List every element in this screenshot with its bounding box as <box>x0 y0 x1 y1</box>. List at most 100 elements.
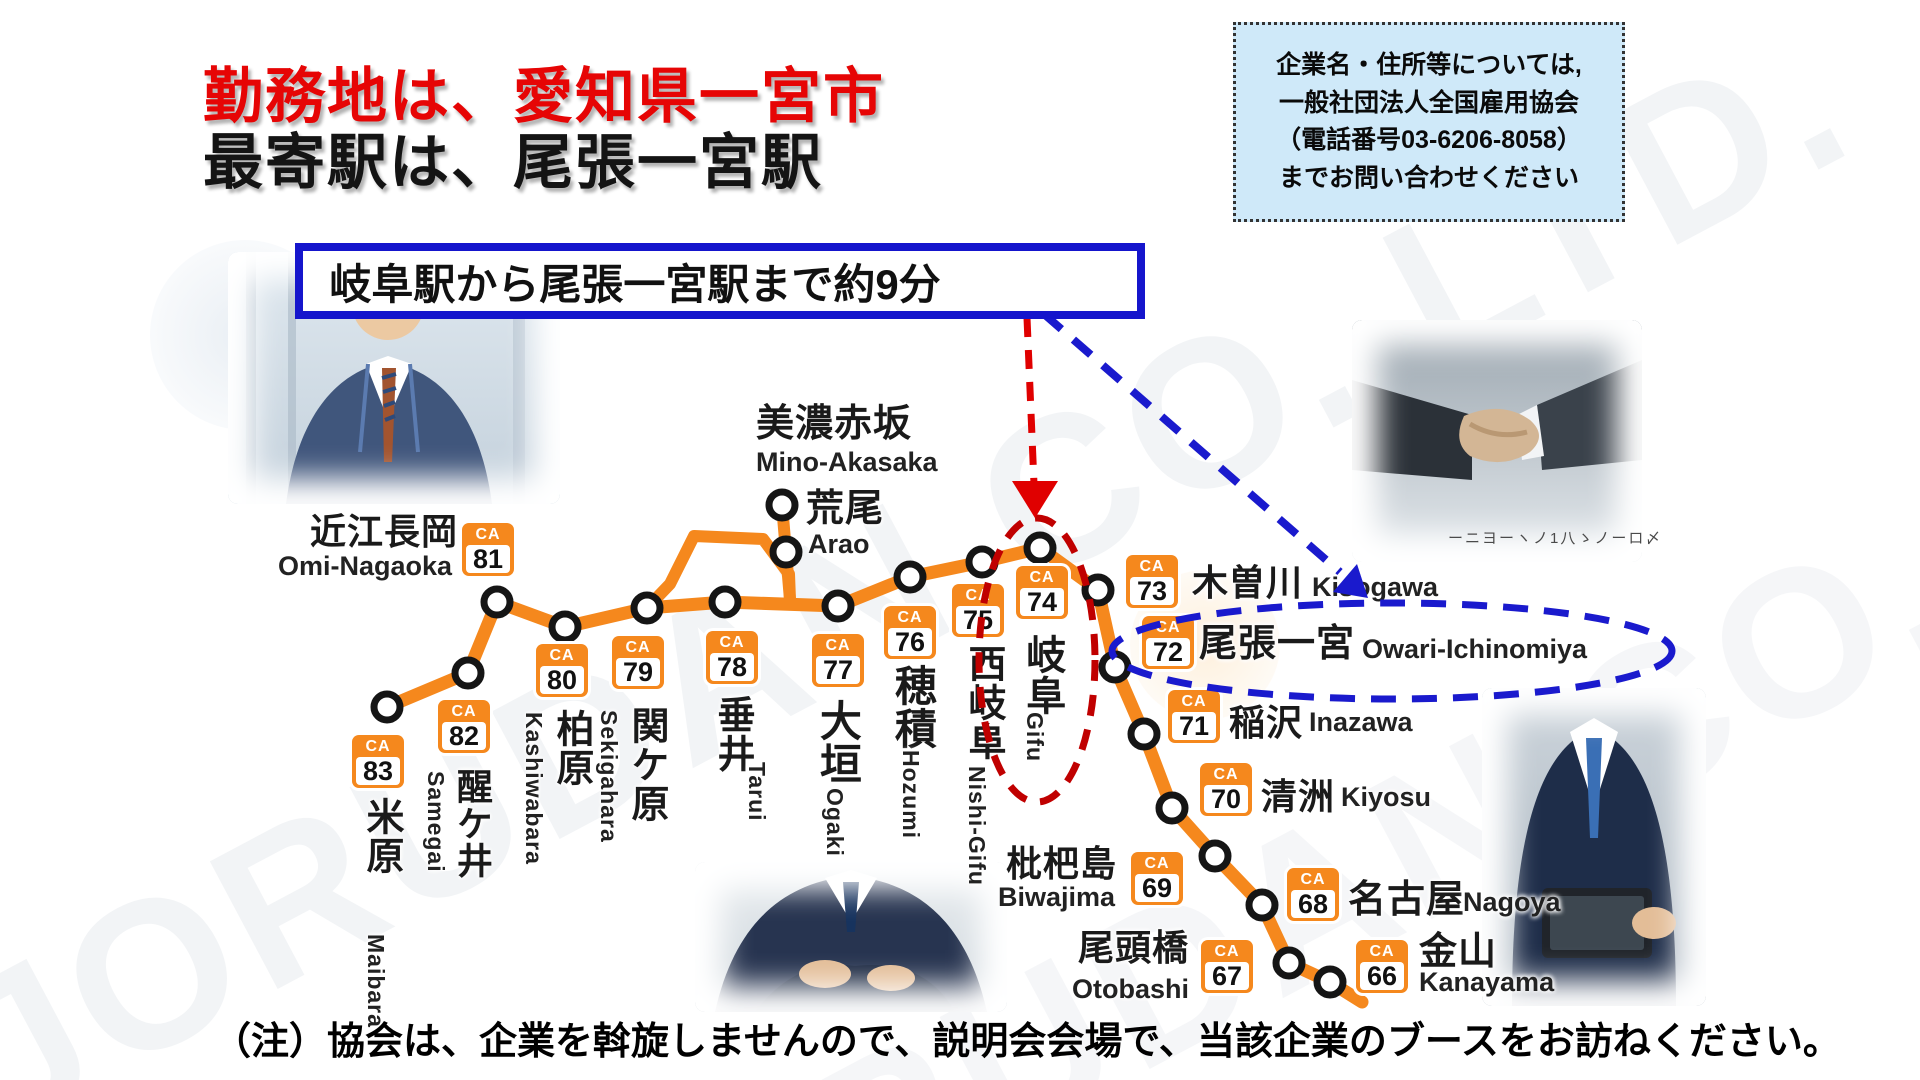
station-romaji-mino-akasaka: Mino-Akasaka <box>756 447 938 477</box>
station-badge-biwajima: CA 69 <box>1131 852 1183 905</box>
badge-line-code: CA <box>451 703 477 720</box>
station-romaji-inazawa: Inazawa <box>1309 707 1413 737</box>
station-marker-arao <box>769 535 803 569</box>
station-romaji-samegai: Samegai <box>423 771 450 873</box>
station-romaji-kiyosu: Kiyosu <box>1341 782 1432 812</box>
station-marker-ogaki <box>821 589 855 623</box>
station-romaji-hozumi: Hozumi <box>898 750 925 840</box>
station-romaji-owari-ichinomiya: Owari-Ichinomiya <box>1362 634 1588 664</box>
badge-line-code: CA <box>965 587 991 604</box>
badge-line-code: CA <box>1181 693 1207 710</box>
station-badge-inazawa: CA 71 <box>1168 690 1220 743</box>
station-name-kiyosu: 清洲 <box>1261 776 1336 817</box>
station-name-kisogawa: 木曽川 <box>1192 562 1304 603</box>
badge-line-code: CA <box>897 609 923 626</box>
station-name-hozumi: 穂積 <box>889 664 937 750</box>
badge-number: 77 <box>816 656 860 684</box>
photo-businessman-right <box>1482 688 1706 1006</box>
badge-number: 79 <box>616 658 660 686</box>
badge-line-code: CA <box>1155 619 1181 636</box>
badge-number: 68 <box>1291 890 1335 918</box>
badge-number: 71 <box>1172 712 1216 740</box>
station-name-otobashi: 尾頭橋 <box>1078 927 1190 968</box>
station-name-mino-akasaka: 美濃赤坂 <box>756 403 913 445</box>
station-name-ogaki: 大垣 <box>814 699 862 785</box>
badge-number: 75 <box>956 606 1000 634</box>
station-romaji-omi-nagaoka: Omi-Nagaoka <box>278 551 453 581</box>
station-romaji-arao: Arao <box>808 529 870 559</box>
station-marker-tarui <box>708 585 742 619</box>
station-name-nagoya: 名古屋 <box>1348 879 1466 921</box>
station-badge-gifu: CA 74 <box>1016 566 1068 619</box>
badge-line-code: CA <box>1214 943 1240 960</box>
badge-number: 76 <box>888 628 932 656</box>
badge-number: 82 <box>442 722 486 750</box>
station-romaji-gifu: Gifu <box>1022 712 1049 762</box>
badge-number: 78 <box>710 653 754 681</box>
badge-line-code: CA <box>1369 943 1395 960</box>
badge-number: 74 <box>1020 588 1064 616</box>
station-badge-kanayama: CA 66 <box>1356 940 1408 993</box>
station-badge-hozumi: CA 76 <box>884 606 936 659</box>
station-marker-inazawa <box>1127 717 1161 751</box>
station-romaji-sekigahara: Sekigahara <box>596 710 623 843</box>
badge-number: 72 <box>1146 638 1190 666</box>
badge-number: 69 <box>1135 874 1179 902</box>
station-name-biwajima: 枇杷島 <box>1006 843 1118 884</box>
station-romaji-nishi-gifu: Nishi-Gifu <box>964 766 991 886</box>
station-romaji-kanayama: Kanayama <box>1419 967 1555 997</box>
badge-line-code: CA <box>1029 569 1055 586</box>
badge-number: 66 <box>1360 962 1404 990</box>
station-name-maibara: 米原 <box>360 797 403 875</box>
station-marker-kashiwabara <box>548 610 582 644</box>
station-name-kashiwabara: 柏原 <box>550 709 593 787</box>
station-name-samegai: 醒ケ井 <box>451 768 493 879</box>
badge-line-code: CA <box>625 639 651 656</box>
badge-number: 80 <box>540 666 584 694</box>
station-badge-sekigahara: CA 79 <box>612 636 664 689</box>
badge-line-code: CA <box>1300 871 1326 888</box>
station-name-gifu: 岐阜 <box>1020 634 1065 716</box>
station-romaji-kashiwabara: Kashiwabara <box>521 712 548 865</box>
station-romaji-ogaki: Ogaki <box>822 788 849 857</box>
station-badge-owari-ichinomiya: CA 72 <box>1142 616 1194 669</box>
station-marker-otobashi <box>1272 946 1306 980</box>
station-romaji-kisogawa: Kisogawa <box>1312 572 1439 602</box>
station-name-owari-ichinomiya: 尾張一宮 <box>1199 623 1356 665</box>
station-badge-kashiwabara: CA 80 <box>536 644 588 697</box>
badge-line-code: CA <box>1139 558 1165 575</box>
station-badge-kisogawa: CA 73 <box>1126 555 1178 608</box>
station-name-tarui: 垂井 <box>711 695 754 773</box>
station-romaji-nagoya: Nagoya <box>1463 887 1561 917</box>
photo-handshake <box>1352 320 1642 562</box>
station-marker-sekigahara <box>630 591 664 625</box>
badge-number: 73 <box>1130 577 1174 605</box>
station-name-sekigahara: 関ケ原 <box>625 706 668 823</box>
badge-line-code: CA <box>1213 766 1239 783</box>
station-name-omi-nagaoka: 近江長岡 <box>310 511 459 552</box>
badge-line-code: CA <box>475 526 501 543</box>
station-marker-mino-akasaka <box>765 488 799 522</box>
photo-crossed-arms <box>695 862 1007 1012</box>
badge-line-code: CA <box>1144 855 1170 872</box>
station-badge-samegai: CA 82 <box>438 700 490 753</box>
station-marker-biwajima <box>1198 839 1232 873</box>
station-marker-omi-nagaoka <box>480 585 514 619</box>
station-badge-nagoya: CA 68 <box>1287 868 1339 921</box>
station-marker-samegai <box>451 656 485 690</box>
badge-line-code: CA <box>549 647 575 664</box>
station-marker-maibara <box>370 690 404 724</box>
station-badge-tarui: CA 78 <box>706 631 758 684</box>
station-name-arao: 荒尾 <box>806 488 885 530</box>
station-marker-kiyosu <box>1155 791 1189 825</box>
station-romaji-otobashi: Otobashi <box>1072 974 1190 1004</box>
badge-line-code: CA <box>365 738 391 755</box>
station-romaji-maibara: Maibara <box>363 934 390 1028</box>
badge-line-code: CA <box>719 634 745 651</box>
